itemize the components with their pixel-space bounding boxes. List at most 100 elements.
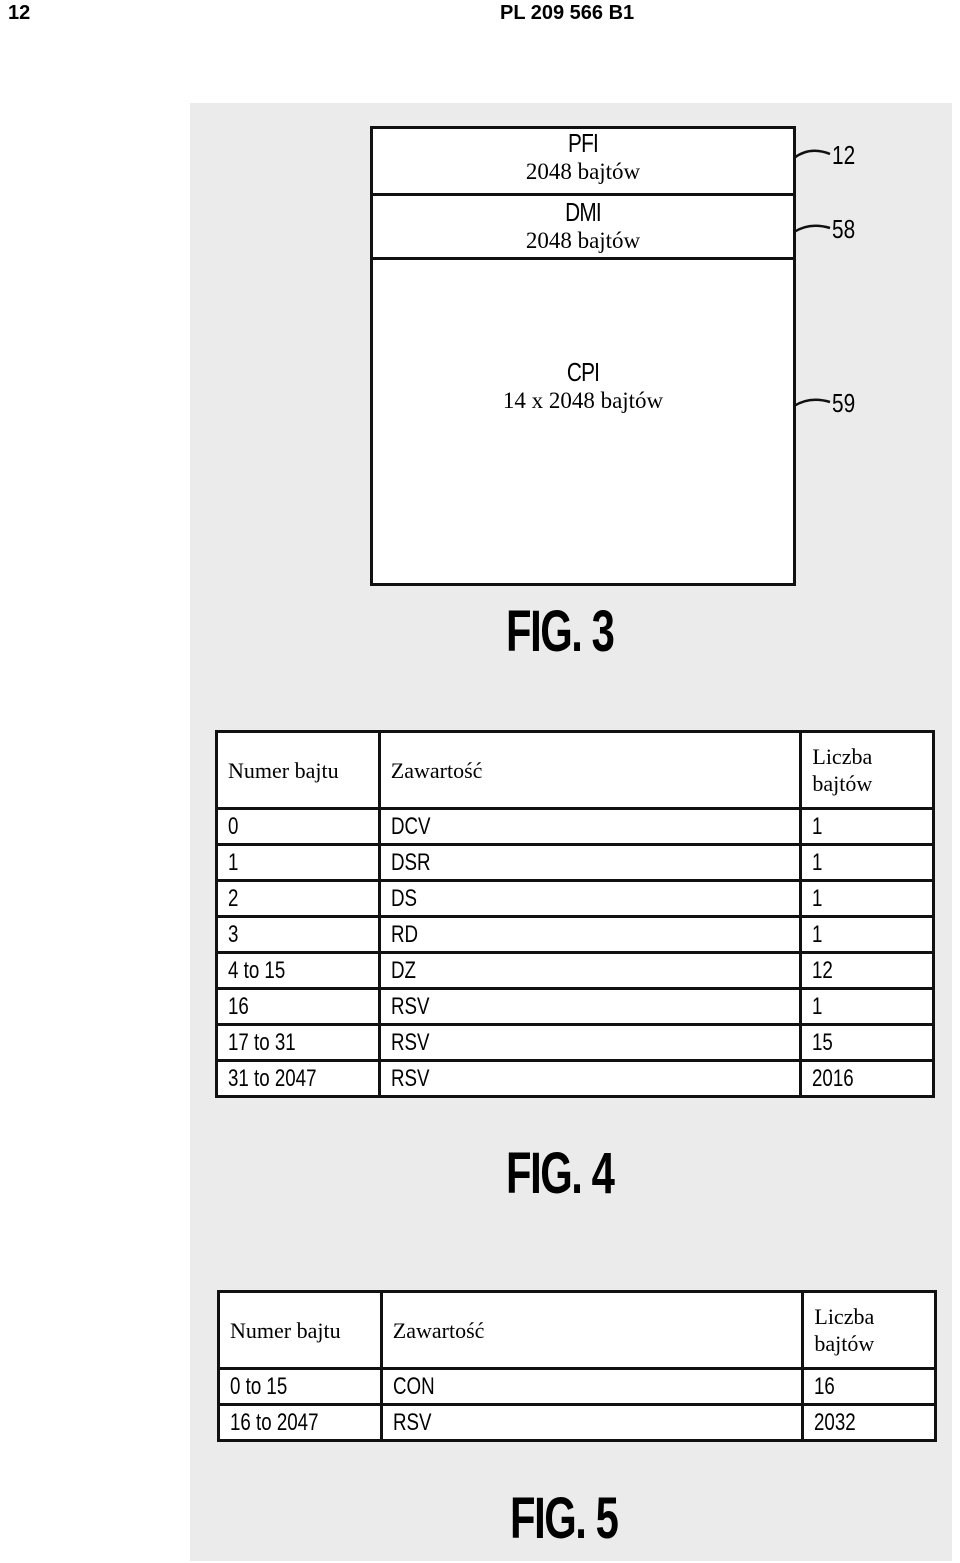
byte-cell: 0	[215, 807, 381, 846]
page-number: 12	[8, 2, 31, 24]
byte-value: 0	[228, 812, 239, 840]
byte-cell: 16 to 2047	[217, 1403, 383, 1442]
table-row: 3 RD 1	[215, 915, 935, 954]
column-header-byte-number: Numer bajtu	[215, 730, 381, 810]
segment-name: DMI	[565, 197, 602, 227]
byte-value: 17 to 31	[228, 1028, 296, 1056]
count-value: 2032	[814, 1408, 857, 1436]
byte-value: 16	[228, 992, 249, 1020]
byte-value: 1	[228, 848, 239, 876]
memory-layout-box	[370, 126, 796, 586]
segment-size: 2048 bajtów	[525, 159, 641, 184]
table-row: 2 DS 1	[215, 879, 935, 918]
content-cell: RSV	[377, 1023, 803, 1062]
column-header-byte-number: Numer bajtu	[217, 1290, 383, 1370]
content-value: DCV	[390, 812, 431, 840]
reference-number: 58	[832, 214, 856, 244]
segment-cpi: CPI 14 x 2048 bajtów	[370, 357, 796, 414]
document-id: PL 209 566 B1	[500, 2, 635, 24]
table-row: 0 to 15 CON 16	[217, 1367, 937, 1406]
count-cell: 1	[799, 879, 935, 918]
count-value: 16	[814, 1372, 836, 1400]
content-cell: CON	[379, 1367, 805, 1406]
count-value: 1	[812, 920, 823, 948]
column-header-content: Zawartość	[377, 730, 803, 810]
content-value: DS	[390, 884, 417, 912]
content-cell: DS	[377, 879, 803, 918]
table-row: 1 DSR 1	[215, 843, 935, 882]
content-value: RSV	[390, 1028, 430, 1056]
figure-caption: FIG. 4	[506, 1141, 615, 1206]
leader-line-12	[793, 149, 831, 160]
table-header-row: Numer bajtu Zawartość Liczba bajtów	[217, 1290, 937, 1370]
table-row: 16 to 2047 RSV 2032	[217, 1403, 937, 1442]
content-cell: DCV	[377, 807, 803, 846]
content-value: DZ	[390, 956, 416, 984]
byte-cell: 17 to 31	[215, 1023, 381, 1062]
byte-cell: 4 to 15	[215, 951, 381, 990]
reference-leader-lines	[793, 149, 831, 408]
content-value: RSV	[392, 1408, 432, 1436]
table-row: 0 DCV 1	[215, 807, 935, 846]
count-cell: 1	[799, 807, 935, 846]
count-cell: 1	[799, 843, 935, 882]
count-value: 1	[812, 848, 823, 876]
content-value: RSV	[390, 992, 430, 1020]
segment-pfi: PFI 2048 bajtów	[370, 128, 796, 185]
reference-number: 12	[832, 140, 856, 170]
table-row: 31 to 2047 RSV 2016	[215, 1059, 935, 1098]
byte-cell: 0 to 15	[217, 1367, 383, 1406]
content-cell: DZ	[377, 951, 803, 990]
table-row: 17 to 31 RSV 15	[215, 1023, 935, 1062]
count-value: 1	[812, 884, 823, 912]
column-header-byte-count: Liczba bajtów	[801, 1290, 937, 1370]
leader-line-58	[793, 224, 831, 234]
byte-cell: 3	[215, 915, 381, 954]
byte-value: 4 to 15	[228, 956, 286, 984]
divider-pfi-dmi	[370, 193, 796, 196]
content-value: DSR	[390, 848, 431, 876]
count-value: 12	[812, 956, 834, 984]
byte-value: 3	[228, 920, 239, 948]
byte-value: 0 to 15	[230, 1372, 288, 1400]
table-row: 16 RSV 1	[215, 987, 935, 1026]
byte-value: 16 to 2047	[230, 1408, 319, 1436]
segment-name: CPI	[566, 357, 600, 387]
table-row: 4 to 15 DZ 12	[215, 951, 935, 990]
byte-cell: 2	[215, 879, 381, 918]
count-cell: 2032	[801, 1403, 937, 1442]
segment-dmi: DMI 2048 bajtów	[370, 197, 796, 254]
fig4-table: Numer bajtu Zawartość Liczba bajtów 0 DC…	[215, 730, 935, 1098]
byte-value: 31 to 2047	[228, 1064, 317, 1092]
segment-size: 14 x 2048 bajtów	[502, 388, 664, 413]
reference-number: 59	[832, 388, 856, 418]
content-cell: RSV	[377, 1059, 803, 1098]
count-cell: 1	[799, 987, 935, 1026]
content-cell: DSR	[377, 843, 803, 882]
figure-caption: FIG. 3	[506, 599, 615, 664]
content-value: RSV	[390, 1064, 430, 1092]
count-cell: 16	[801, 1367, 937, 1406]
segment-name: PFI	[568, 128, 599, 158]
count-cell: 12	[799, 951, 935, 990]
count-value: 1	[812, 992, 823, 1020]
column-header-content: Zawartość	[379, 1290, 805, 1370]
count-value: 1	[812, 812, 823, 840]
content-cell: RSV	[377, 987, 803, 1026]
content-cell: RSV	[379, 1403, 805, 1442]
fig5-table: Numer bajtu Zawartość Liczba bajtów 0 to…	[217, 1290, 937, 1442]
byte-value: 2	[228, 884, 239, 912]
count-cell: 15	[799, 1023, 935, 1062]
content-value: RD	[390, 920, 418, 948]
count-cell: 2016	[799, 1059, 935, 1098]
figure-caption: FIG. 5	[510, 1486, 619, 1551]
byte-cell: 31 to 2047	[215, 1059, 381, 1098]
divider-dmi-cpi	[370, 257, 796, 260]
count-cell: 1	[799, 915, 935, 954]
count-value: 2016	[812, 1064, 855, 1092]
byte-cell: 1	[215, 843, 381, 882]
content-value: CON	[392, 1372, 435, 1400]
byte-cell: 16	[215, 987, 381, 1026]
segment-size: 2048 bajtów	[525, 228, 641, 253]
column-header-byte-count: Liczba bajtów	[799, 730, 935, 810]
